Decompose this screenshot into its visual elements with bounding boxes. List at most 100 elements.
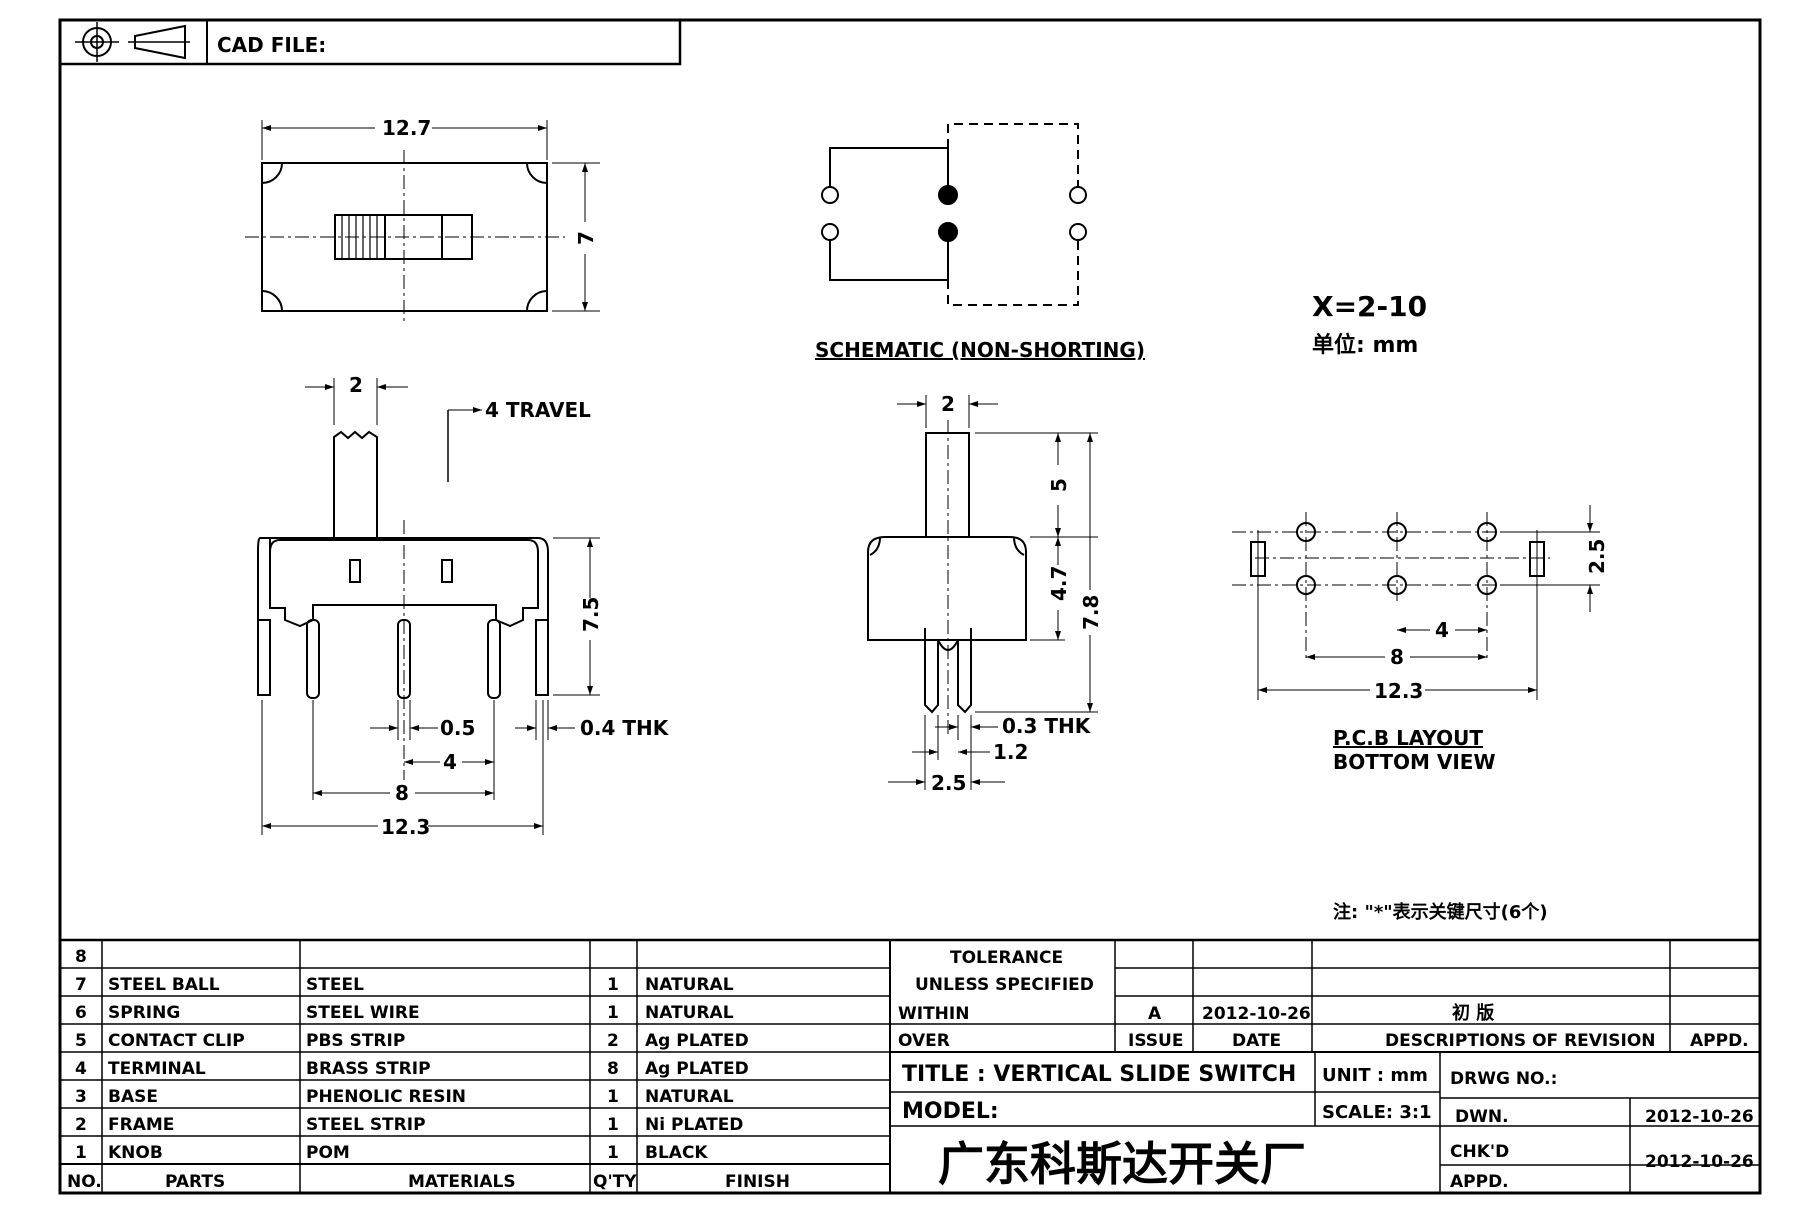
bom-cell-qty: 1 <box>607 1115 619 1135</box>
cad-file-label: CAD FILE: <box>217 33 326 57</box>
schematic-terminal <box>821 223 839 241</box>
bom-cell-qty: 1 <box>607 1087 619 1107</box>
bom-cell-material: STEEL STRIP <box>306 1115 426 1135</box>
bom-cell-no: 8 <box>75 947 87 967</box>
tolerance-label: TOLERANCE <box>950 948 1063 968</box>
issue-label: ISSUE <box>1128 1031 1183 1051</box>
bom-cell-material: STEEL <box>306 975 364 995</box>
dim-top-height: 7 <box>574 231 598 245</box>
drawing-title: TITLE : VERTICAL SLIDE SWITCH <box>902 1062 1296 1087</box>
bom-cell-finish: BLACK <box>645 1143 708 1163</box>
bom-cell-finish: Ni PLATED <box>645 1115 743 1135</box>
bom-cell-part: FRAME <box>108 1115 174 1135</box>
dim-frame-thk: 0.4 THK <box>580 716 670 740</box>
bom-table <box>60 938 891 1193</box>
bom-cell-part: KNOB <box>108 1143 163 1163</box>
bom-cell-finish: NATURAL <box>645 1087 734 1107</box>
dim-side-actuator-height: 5 <box>1047 478 1071 492</box>
dim-top-width: 12.7 <box>382 116 431 140</box>
bom-cell-finish: NATURAL <box>645 1003 734 1023</box>
bom-cell-no: 1 <box>75 1143 87 1163</box>
scale-label: SCALE: 3:1 <box>1322 1102 1432 1123</box>
bom-cell-part: STEEL BALL <box>108 975 220 995</box>
schematic-diagram <box>821 123 1087 306</box>
bom-cell-material: PHENOLIC RESIN <box>306 1087 466 1107</box>
header-box: CAD FILE: <box>58 18 682 66</box>
bom-header-finish: FINISH <box>725 1172 790 1192</box>
bom-cell-part: TERMINAL <box>108 1059 206 1079</box>
schematic-terminal <box>821 186 839 204</box>
bom-header-no: NO. <box>67 1172 102 1192</box>
schematic-caption: SCHEMATIC (NON-SHORTING) <box>815 338 1145 362</box>
dim-pin-thk: 0.3 THK <box>1002 714 1092 738</box>
bom-cell-no: 3 <box>75 1087 87 1107</box>
dim-side-actuator-width: 2 <box>941 392 955 416</box>
bom-cell-part: BASE <box>108 1087 158 1107</box>
bom-cell-material: BRASS STRIP <box>306 1059 431 1079</box>
side-view <box>867 395 1098 790</box>
pcb-caption-sub: BOTTOM VIEW <box>1333 750 1496 774</box>
bom-cell-no: 7 <box>75 975 87 995</box>
footnote: 注: "*"表示关键尺寸(6个) <box>1333 901 1548 923</box>
bom-cell-part: CONTACT CLIP <box>108 1031 245 1051</box>
bom-cell-material: POM <box>306 1143 350 1163</box>
bom-cell-no: 4 <box>75 1059 87 1079</box>
bom-cell-finish: NATURAL <box>645 975 734 995</box>
dim-pcb-row-pitch: 2.5 <box>1585 539 1609 574</box>
dwn-label: DWN. <box>1455 1107 1509 1127</box>
x-range-note: X=2-10 <box>1312 290 1427 323</box>
unit-label: UNIT : mm <box>1322 1065 1428 1086</box>
bom-cell-qty: 1 <box>607 975 619 995</box>
dim-pin-pitch: 4 <box>443 750 457 774</box>
dim-pin-dim: 1.2 <box>993 740 1028 764</box>
appd-label: APPD. <box>1450 1172 1509 1192</box>
pcb-caption: P.C.B LAYOUT <box>1333 726 1483 750</box>
dim-pcb-span: 8 <box>1390 645 1404 669</box>
schematic-common-terminal <box>938 222 958 242</box>
dim-travel: 4 TRAVEL <box>485 398 591 422</box>
sheet-border <box>58 18 1762 1195</box>
bom-cell-no: 2 <box>75 1115 87 1135</box>
bom-cell-material: PBS STRIP <box>306 1031 405 1051</box>
dim-overall-width: 12.3 <box>381 815 430 839</box>
front-view <box>257 378 600 835</box>
unless-specified-label: UNLESS SPECIFIED <box>915 975 1094 995</box>
within-label: WITHIN <box>898 1004 969 1024</box>
dim-pin-width: 0.5 <box>440 716 475 740</box>
bom-cell-finish: Ag PLATED <box>645 1031 749 1051</box>
schematic-terminal <box>1069 186 1087 204</box>
date-label: DATE <box>1232 1031 1281 1051</box>
desc-revision-label: DESCRIPTIONS OF REVISION <box>1385 1031 1656 1051</box>
dim-outer-pin-span: 8 <box>395 781 409 805</box>
dim-side-body-height: 4.7 <box>1047 566 1071 601</box>
bom-header-parts: PARTS <box>165 1172 225 1192</box>
bom-cell-qty: 1 <box>607 1003 619 1023</box>
bom-cell-finish: Ag PLATED <box>645 1059 749 1079</box>
bom-cell-qty: 8 <box>607 1059 619 1079</box>
bom-cell-material: STEEL WIRE <box>306 1003 420 1023</box>
issue-value: A <box>1148 1004 1162 1024</box>
bom-header-materials: MATERIALS <box>408 1172 516 1192</box>
projection-symbol-icon <box>75 22 190 62</box>
dim-front-height: 7.5 <box>579 597 603 632</box>
bom-cell-part: SPRING <box>108 1003 180 1023</box>
pcb-layout <box>1232 505 1600 700</box>
chkd-date: 2012-10-26 <box>1645 1152 1754 1172</box>
unit-note: 单位: mm <box>1312 332 1418 358</box>
issue-date: 2012-10-26 <box>1202 1004 1311 1024</box>
bom-cell-qty: 2 <box>607 1031 619 1051</box>
drwg-no-label: DRWG NO.: <box>1450 1069 1557 1089</box>
bom-cell-qty: 1 <box>607 1143 619 1163</box>
dwn-date: 2012-10-26 <box>1645 1107 1754 1127</box>
company-name: 广东科斯达开关厂 <box>938 1137 1306 1191</box>
dim-pcb-pitch: 4 <box>1435 618 1449 642</box>
over-label: OVER <box>898 1031 950 1051</box>
dim-side-overall-height: 7.8 <box>1079 595 1103 630</box>
chkd-label: CHK'D <box>1450 1142 1509 1162</box>
dim-front-actuator-width: 2 <box>349 373 363 397</box>
bom-cell-no: 5 <box>75 1031 87 1051</box>
dim-pin-span: 2.5 <box>931 771 966 795</box>
schematic-terminal <box>1069 223 1087 241</box>
